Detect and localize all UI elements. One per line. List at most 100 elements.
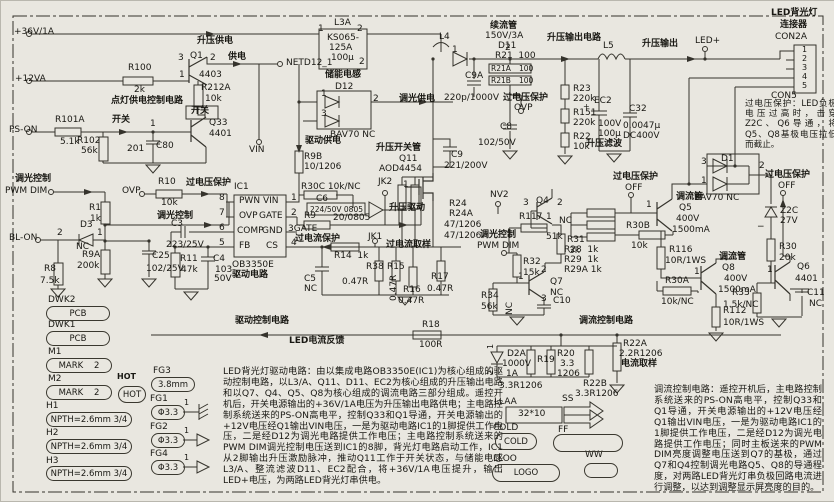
label-l3a: 储能电感 (325, 70, 362, 80)
ref-r101a: R101A (55, 115, 85, 125)
ref-ff: FF (558, 425, 569, 435)
val-c4-2: 50V (214, 274, 232, 284)
pin-ic1-7: 7 (219, 208, 225, 218)
ref-m1: M1 (48, 347, 62, 357)
ovp-note: 过电压保护：LED负极电压过高时，击穿Z2C、Q6导通，将Q5、Q8基极电压拉低… (745, 99, 834, 150)
ref-r30: R30 (779, 242, 797, 252)
ref-q33: Q33 (209, 118, 228, 128)
pin-fg1-1: 1 (184, 398, 190, 407)
pin-fg2-1: 1 (184, 426, 190, 435)
pin-con2a-1: 1 (802, 45, 808, 54)
ref-fg1: FG1 (150, 394, 168, 404)
val-q8-v: 400V (724, 274, 748, 284)
transistor-symbols (188, 56, 791, 300)
pinlabel-cs: CS (266, 241, 278, 251)
oval-ff (553, 434, 623, 452)
pin-d11-2: 2 (505, 43, 511, 53)
pin-ic1-3: 3GATE (288, 224, 318, 234)
oval-dwk1: PCB (46, 331, 110, 346)
pin-d12-1: 1 (321, 89, 327, 99)
ref-q6: Q6 (797, 262, 810, 272)
val-c8: 102/50V (478, 138, 516, 148)
ref-d2a: D2A (507, 349, 526, 359)
oval-lloo: LOGO (492, 464, 560, 482)
terminal-blon: BL-ON (9, 233, 38, 243)
oval-fg3: 3.8mm (151, 377, 195, 392)
pin-q6-1: 1 (767, 265, 773, 275)
val-c9: 221/200V (444, 161, 488, 171)
ref-c11: C11 (807, 288, 825, 298)
val-c9a: 220p/1000V (444, 93, 499, 103)
oval-ww (584, 463, 618, 478)
ref-c9a: C9A (465, 71, 484, 81)
val-r9: 20/0805 (333, 213, 371, 223)
wires (31, 33, 803, 468)
val-r30b: 10k (631, 241, 648, 251)
ref-r29a: R29A 1k (564, 265, 602, 275)
ref-r9: R9 (304, 211, 316, 221)
pin-d1-2: 2 (759, 161, 765, 171)
oval-fg4: Φ3.3 (151, 460, 185, 475)
val-r9b: 10/1206 (304, 162, 342, 172)
ref-r19: R19 (537, 355, 555, 365)
label-led-fb: LED电流反馈 (289, 336, 345, 346)
val-ic1: OB3350E (232, 260, 274, 270)
val-r16: 0.47R (398, 296, 425, 306)
pin-con2a-3: 3 (802, 63, 808, 72)
val-r116: 10R/1WS (665, 256, 707, 266)
val-r9a: 200k (77, 261, 100, 271)
val-r101a: 5.1k (60, 137, 80, 147)
label-q8: 调流管 (719, 252, 747, 262)
ref-r112: R112 (723, 306, 747, 316)
val-r102: 56k (81, 146, 98, 156)
label-con2a-1: LED背光灯 (771, 8, 818, 18)
label-gongdian: 供电 (228, 52, 247, 62)
val-r11: 47k (181, 265, 198, 275)
ref-h2: H2 (46, 428, 59, 438)
label-ovp-net: 过电压保护 (503, 93, 549, 103)
pin-q7-3: 3 (541, 294, 547, 304)
pin-d11-1: 1 (452, 45, 458, 55)
val-d2a-v: 1000V (502, 359, 532, 369)
label-ec2: 升压滤波 (586, 139, 623, 149)
pinlabel-fb: FB (239, 241, 251, 251)
pin-d1-1: 1 (701, 176, 707, 186)
pin-d1-3: 3 (701, 157, 707, 167)
val-r33: 1.5k/NC (723, 300, 759, 310)
label-q11: 升压开关管 (376, 143, 422, 153)
pin-d2a-1: 1 (486, 343, 495, 349)
pin-q4-2: 2 (557, 198, 563, 208)
pin-d12-3: 3 (321, 109, 327, 119)
val-q8-i: 1500mA (718, 285, 756, 295)
label-ovp-off1: 过电压保护 (613, 172, 659, 182)
label-ocp: 过电流保护 (295, 234, 341, 244)
val-q4: NC (559, 216, 573, 226)
label-lamp-ctrl: 点灯供电控制电路 (111, 96, 184, 106)
val-c6: 224/50V 0805 (310, 205, 363, 214)
val-c32-c: 0.0047μ (623, 121, 661, 131)
ref-dwk1: DWK1 (48, 320, 76, 330)
label-hot: HOT (117, 372, 136, 381)
val-r22: 10k (573, 142, 590, 152)
ref-r1: R1 (89, 203, 101, 213)
pin-ic1-5: 5 (219, 238, 225, 248)
val-l3a-3: 100μ (331, 53, 354, 63)
ref-r117: R117 (519, 212, 543, 222)
ref-c4: C4 (213, 254, 226, 264)
ref-l3a: L3A (334, 18, 351, 28)
label-dimctrl-left: 调光控制 (15, 174, 52, 184)
ref-h1: H1 (46, 401, 59, 411)
net-off2: OFF (778, 181, 796, 191)
val-r23: 220k (573, 94, 596, 104)
val-c80: 201 (127, 144, 145, 154)
ref-d11: D11 (498, 41, 517, 51)
resistor-bodies (53, 63, 776, 375)
val-q33: 4401 (209, 129, 232, 139)
ref-c5: C5 (304, 274, 317, 284)
ref-r11: R11 (180, 254, 198, 264)
val-q5-i: 1500mA (672, 225, 710, 235)
val-r20-1: 3.3 (560, 359, 575, 369)
pin-con2a-5: 5 (802, 81, 808, 90)
ref-d1: D1 (721, 154, 734, 164)
oval-cold: COLD (495, 433, 537, 450)
